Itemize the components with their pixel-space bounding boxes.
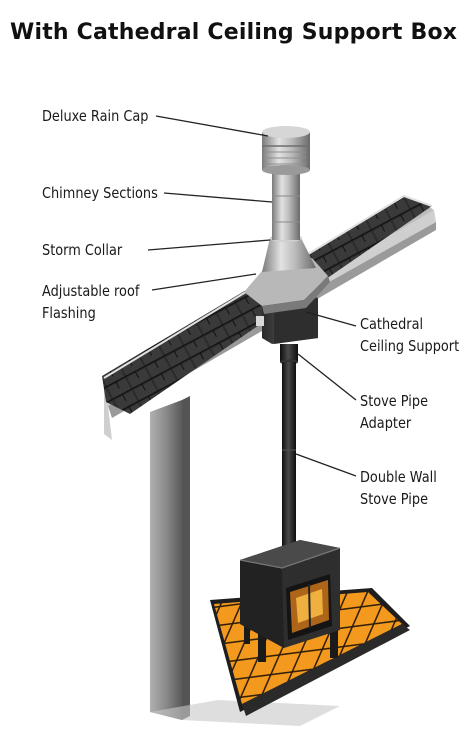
stove-pipe-adapter (280, 344, 298, 365)
label-stove-pipe-adapter-2: Adapter (360, 414, 412, 432)
label-flashing: Flashing (42, 304, 96, 322)
deluxe-rain-cap (262, 126, 310, 175)
label-double-wall-stove-pipe: Stove Pipe (360, 490, 429, 508)
label-storm-collar: Storm Collar (42, 241, 123, 259)
label-adjustable-roof: Adjustable roof (42, 282, 140, 300)
label-cathedral: Cathedral (360, 315, 424, 333)
label-double-wall: Double Wall (360, 468, 437, 486)
label-chimney-sections: Chimney Sections (42, 184, 158, 202)
diagram-title: With Cathedral Ceiling Support Box (10, 20, 458, 45)
leader-lines (147, 115, 357, 477)
label-stove-pipe-adapter-1: Stove Pipe (360, 392, 429, 410)
label-ceiling-support: Ceiling Support (360, 337, 460, 355)
wood-stove (239, 540, 341, 662)
label-deluxe-rain-cap: Deluxe Rain Cap (42, 107, 149, 125)
chimney-sections (272, 168, 300, 240)
double-wall-stove-pipe (282, 362, 296, 554)
